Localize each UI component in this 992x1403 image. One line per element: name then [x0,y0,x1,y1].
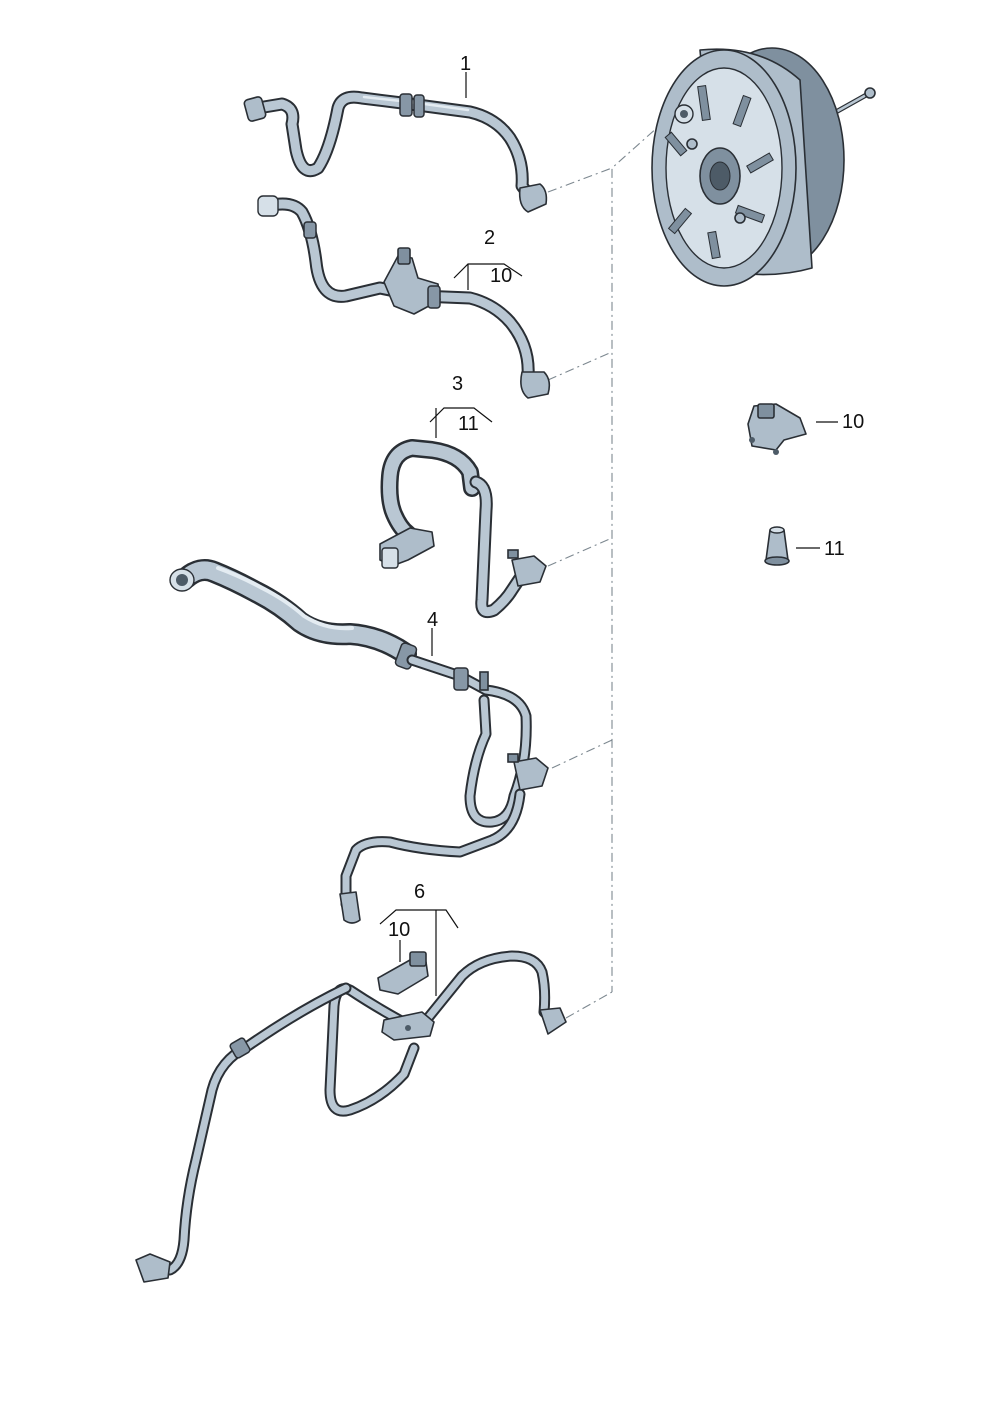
brake-servo [651,47,876,287]
vacuum-hose-2 [257,195,551,399]
vacuum-hose-1 [243,90,548,213]
part-11-cap [764,526,790,566]
callout-1: 1 [460,53,471,75]
callout-3-sub-11: 11 [458,413,479,435]
callout-labels: 1 2 10 3 11 4 6 10 10 11 [388,53,864,941]
callout-6: 6 [414,881,425,903]
callout-10: 10 [842,411,864,433]
callout-2-sub-10: 10 [490,265,512,287]
vacuum-hose-3 [379,439,547,619]
callout-6-sub-10: 10 [388,919,410,941]
callout-2: 2 [484,227,495,249]
callout-4: 4 [427,609,438,631]
vacuum-hose-4 [169,559,549,924]
callout-3: 3 [452,373,463,395]
part-10-sensor [747,403,807,455]
leader-lines [379,72,838,996]
connection-lines [547,117,669,1019]
callout-11: 11 [824,538,845,560]
vacuum-hose-6 [135,950,567,1283]
